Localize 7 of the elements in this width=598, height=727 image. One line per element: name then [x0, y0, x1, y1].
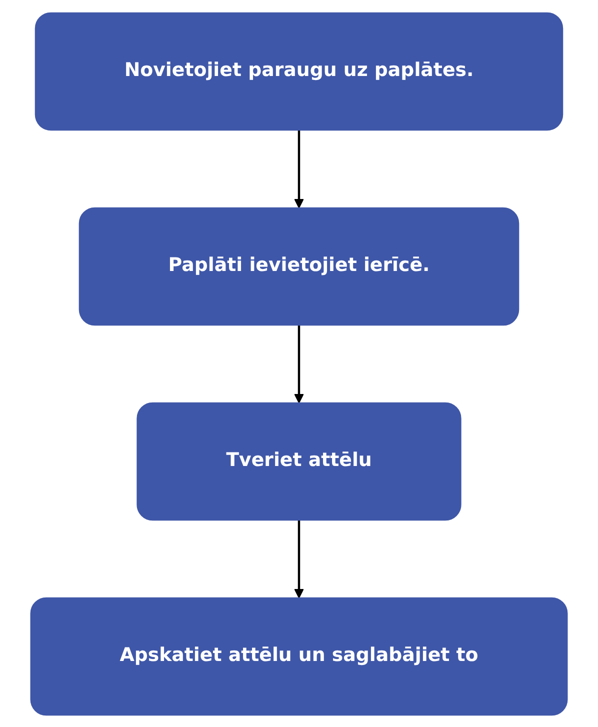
arrow: [294, 130, 304, 208]
node-box: Paplāti ievietojiet ierīcē.: [78, 206, 520, 326]
node-box: Tveriet attēlu: [136, 402, 462, 520]
arrow: [294, 324, 304, 403]
node-box: Novietojiet paraugu uz paplātes.: [34, 12, 564, 130]
node-box: Apskatiet attēlu un saglabājiet to: [30, 596, 568, 716]
arrow: [294, 520, 304, 598]
